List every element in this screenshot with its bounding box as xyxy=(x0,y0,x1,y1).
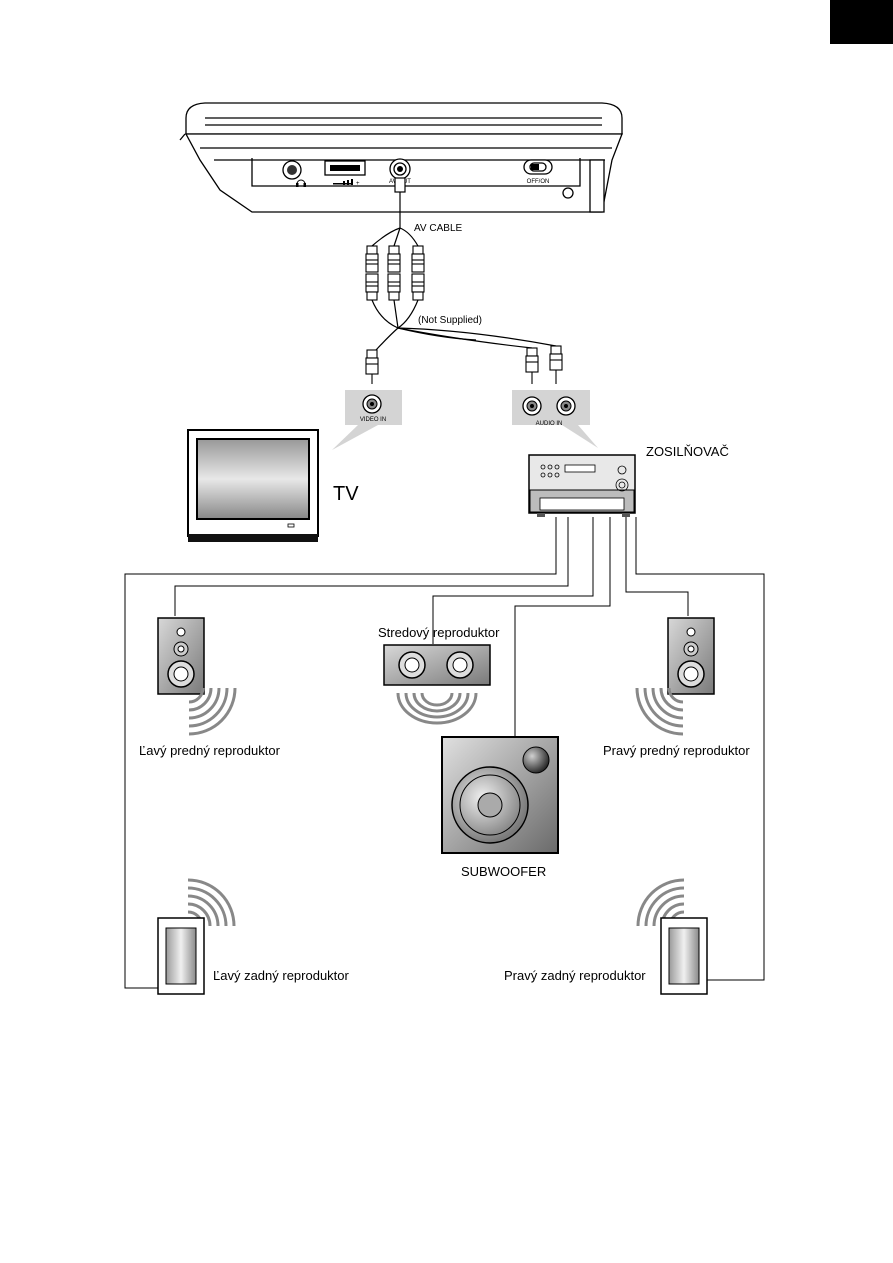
not-supplied-label: (Not Supplied) xyxy=(418,315,482,326)
rear-right-speaker xyxy=(660,917,708,995)
rca-plug-pair-3 xyxy=(411,245,425,301)
rca-plug-video xyxy=(365,349,379,384)
front-right-label: Pravý predný reproduktor xyxy=(603,743,750,758)
speaker-wires xyxy=(124,517,765,989)
volume-symbol: + xyxy=(333,179,360,187)
video-in-label: VIDEO IN xyxy=(360,417,386,423)
tv-set xyxy=(187,429,319,542)
volume-slider-slot xyxy=(324,160,366,176)
amplifier-label: ZOSILŇOVAČ xyxy=(646,444,729,459)
audio-in-label: AUDIO IN xyxy=(536,421,563,427)
front-left-label: Ľavý predný reproduktor xyxy=(139,743,281,758)
front-left-speaker xyxy=(157,617,205,695)
headphone-jack xyxy=(282,160,302,180)
subwoofer xyxy=(441,736,559,854)
front-right-sound-waves xyxy=(635,687,684,736)
power-switch-label: OFF/ON xyxy=(527,179,550,185)
video-in-callout xyxy=(332,390,402,450)
headphone-icon xyxy=(296,179,306,187)
front-right-speaker xyxy=(667,617,715,695)
page-corner-tab xyxy=(830,0,893,44)
av-out-jack xyxy=(389,158,411,180)
amplifier xyxy=(528,454,636,517)
power-switch xyxy=(523,159,553,175)
rca-plug-pair-2 xyxy=(387,245,401,301)
rear-right-label: Pravý zadný reproduktor xyxy=(504,968,646,983)
av-cable xyxy=(371,177,557,351)
center-sound-waves xyxy=(396,692,478,725)
rear-left-label: Ľavý zadný reproduktor xyxy=(213,968,350,983)
rca-plug-pair-1 xyxy=(365,245,379,301)
rear-left-sound-waves xyxy=(187,878,236,927)
tv-label: TV xyxy=(333,483,359,505)
rca-plug-audio-right xyxy=(549,345,563,384)
dvd-player: + xyxy=(179,102,623,213)
subwoofer-label: SUBWOOFER xyxy=(461,864,546,879)
rca-plug-audio-left xyxy=(525,347,539,384)
svg-text:+: + xyxy=(356,181,360,187)
center-speaker xyxy=(383,644,491,686)
audio-in-callout xyxy=(512,390,598,448)
av-cable-label: AV CABLE xyxy=(414,223,462,234)
rca-connectors xyxy=(365,245,563,384)
center-speaker-label: Stredový reproduktor xyxy=(378,625,500,640)
rear-left-speaker xyxy=(157,917,205,995)
front-left-sound-waves xyxy=(188,687,237,736)
